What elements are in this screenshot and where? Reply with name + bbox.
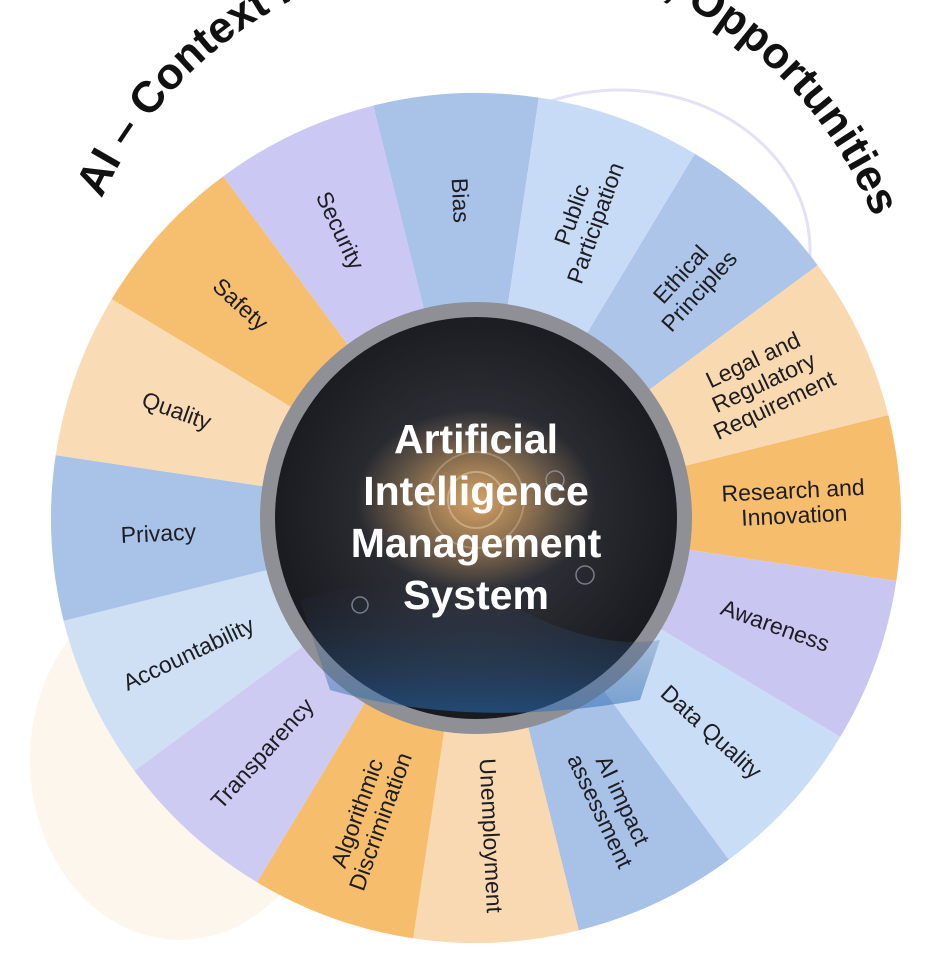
center-title: Artificial Intelligence Management Syste… — [351, 416, 602, 618]
segment-ethical-principles — [579, 153, 818, 400]
center-title-line-4: System — [403, 572, 549, 618]
segment-safety — [111, 176, 358, 415]
segment-ai-impact-assessment — [524, 678, 729, 931]
segment-data-quality — [594, 621, 841, 860]
segment-algorithmic-discrimination — [257, 689, 447, 939]
segment-transparency — [134, 636, 373, 883]
center-title-line-1: Artificial — [394, 416, 558, 462]
segment-label-line: Bias — [447, 177, 475, 223]
segment-label-line: Innovation — [741, 500, 848, 531]
segment-accountability — [63, 566, 316, 771]
segment-label-line: Privacy — [120, 518, 197, 548]
segment-unemployment — [413, 712, 579, 943]
segment-privacy — [50, 455, 282, 621]
segment-security — [223, 105, 428, 358]
segment-bias — [373, 93, 539, 324]
segment-research-and-innovation — [670, 415, 901, 581]
center-photo-detail — [300, 410, 660, 713]
center-title-line-2: Intelligence — [363, 468, 589, 514]
segment-legal-and-regulatory-requirement — [636, 265, 889, 470]
center-title-line-3: Management — [351, 520, 602, 566]
segment-label-bias: Bias — [447, 177, 475, 223]
segment-quality — [55, 299, 305, 489]
segment-label-privacy: Privacy — [120, 518, 197, 548]
segment-public-participation — [505, 97, 695, 347]
segment-awareness — [647, 547, 897, 737]
segments-ring — [50, 93, 901, 943]
